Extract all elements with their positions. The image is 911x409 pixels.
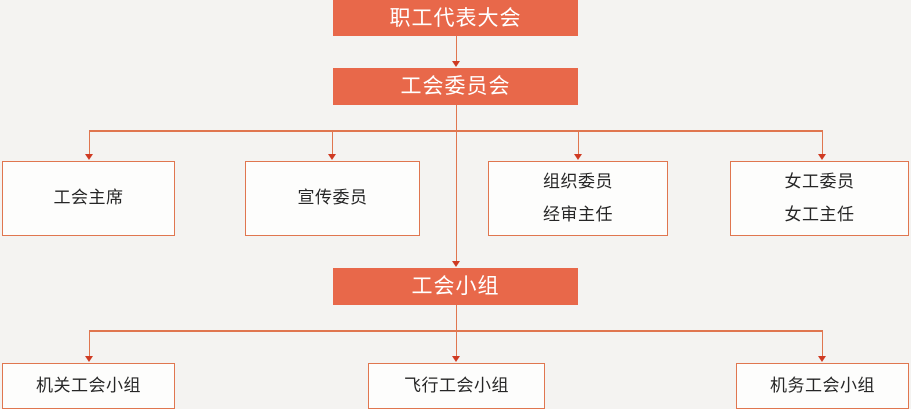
node-label: 宣传委员 [297,188,368,209]
connector-drop-maintenance-group [821,330,824,357]
node-label: 工会主席 [53,188,124,209]
node-union-group[interactable]: 工会小组 [333,268,578,305]
node-flight-union-group[interactable]: 飞行工会小组 [368,363,545,409]
node-label: 职工代表大会 [389,5,522,30]
arrowhead-union-group [451,261,460,267]
node-admin-union-group[interactable]: 机关工会小组 [2,363,175,409]
node-publicity-member[interactable]: 宣传委员 [245,161,420,236]
node-label: 工会小组 [411,274,500,299]
node-label-line1: 女工委员 [784,172,855,193]
node-label: 飞行工会小组 [404,375,509,396]
connector-committee-trunk [455,105,458,263]
arrowhead-maintenance-group [817,356,826,362]
node-label-line1: 组织委员 [543,172,613,193]
connector-drop-publicity [331,130,334,155]
arrowhead-women [817,154,826,160]
arrowhead-chairman [84,154,93,160]
node-union-committee[interactable]: 工会委员会 [333,68,578,105]
connector-drop-admin-group [88,330,91,357]
node-label: 机务工会小组 [770,375,875,396]
node-staff-congress[interactable]: 职工代表大会 [333,0,578,36]
arrowhead-admin-group [84,356,93,362]
node-union-chairman[interactable]: 工会主席 [2,161,175,236]
arrowhead-flight-group [451,356,460,362]
connector-congress-to-committee [455,36,458,62]
node-label: 工会委员会 [400,74,511,99]
arrowhead-organization [573,154,582,160]
connector-bus-level3 [89,130,823,132]
node-organization-member[interactable]: 组织委员 经审主任 [488,161,668,236]
arrowhead-committee [451,61,460,67]
node-women-member[interactable]: 女工委员 女工主任 [730,161,909,236]
connector-drop-organization [577,130,580,155]
connector-drop-women [821,130,824,155]
connector-bus-level5 [89,330,823,332]
node-label-line2: 女工主任 [784,204,855,225]
arrowhead-publicity [327,154,336,160]
node-maintenance-union-group[interactable]: 机务工会小组 [736,363,909,409]
connector-drop-chairman [88,130,91,155]
node-label-line2: 经审主任 [543,204,613,225]
node-label: 机关工会小组 [36,375,141,396]
